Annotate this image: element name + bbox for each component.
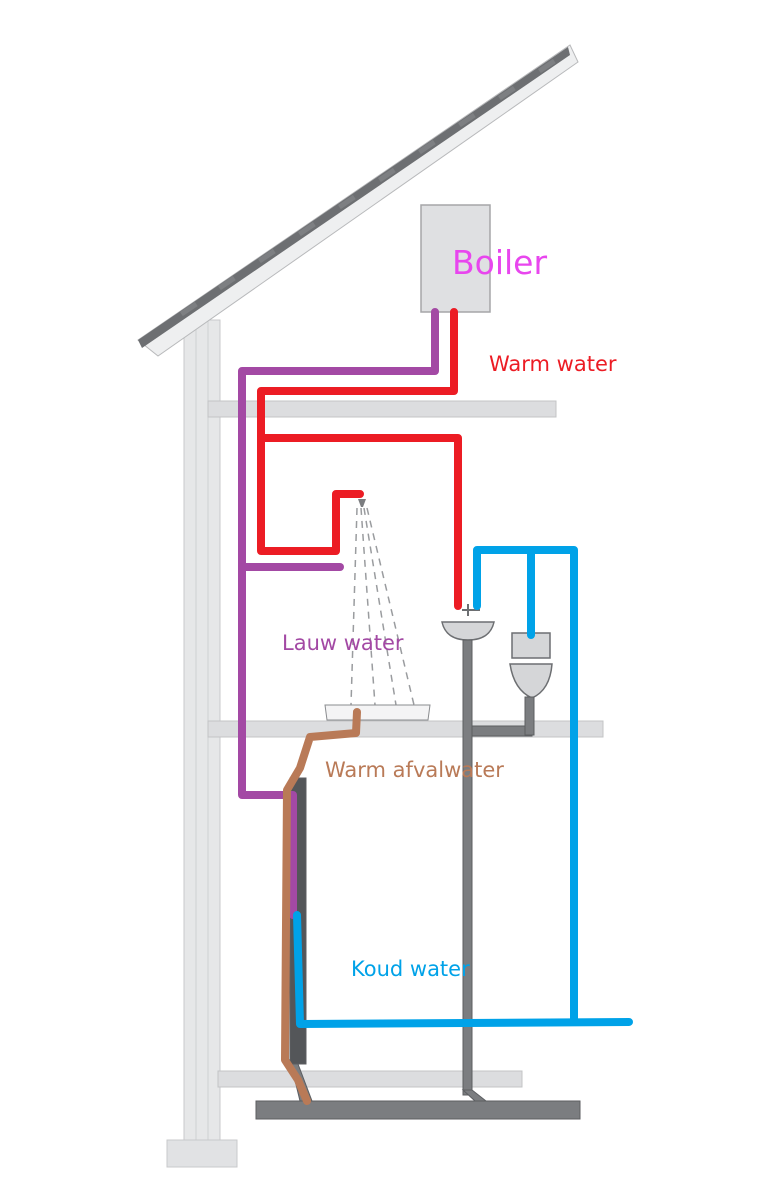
warm-water-pipe-sink [257, 434, 462, 610]
sink-drain-pipe [462, 639, 473, 1096]
toilet-drain-pipe [524, 696, 535, 736]
cold-water-pipe [293, 911, 633, 1028]
boiler-label: Boiler [452, 243, 547, 282]
main-sewer-pipe [255, 1100, 581, 1120]
warm-water-pipe [257, 308, 458, 555]
cold-water-pipe-riser [473, 546, 578, 1024]
warm-waste-water-pipe [281, 708, 361, 1105]
lukewarm-water-pipe [238, 308, 439, 919]
upper-floor [207, 400, 557, 418]
shower-tray [324, 704, 431, 721]
house-structure [137, 44, 604, 1168]
toilet-icon [509, 632, 553, 699]
warm-waste-water-label: Warm afvalwater [325, 758, 504, 782]
sink-icon [441, 604, 495, 641]
drain-pipes [255, 639, 581, 1120]
boiler-unit [420, 204, 491, 313]
column-base [166, 1139, 238, 1168]
warm-water-label: Warm water [489, 352, 617, 376]
middle-floor [207, 720, 604, 738]
shower-head-icon [350, 499, 415, 706]
cold-water-label: Koud water [351, 957, 470, 981]
lukewarm-water-label: Lauw water [282, 631, 404, 655]
roof [137, 44, 579, 357]
fixtures [324, 499, 553, 721]
lower-floor [217, 1070, 523, 1088]
